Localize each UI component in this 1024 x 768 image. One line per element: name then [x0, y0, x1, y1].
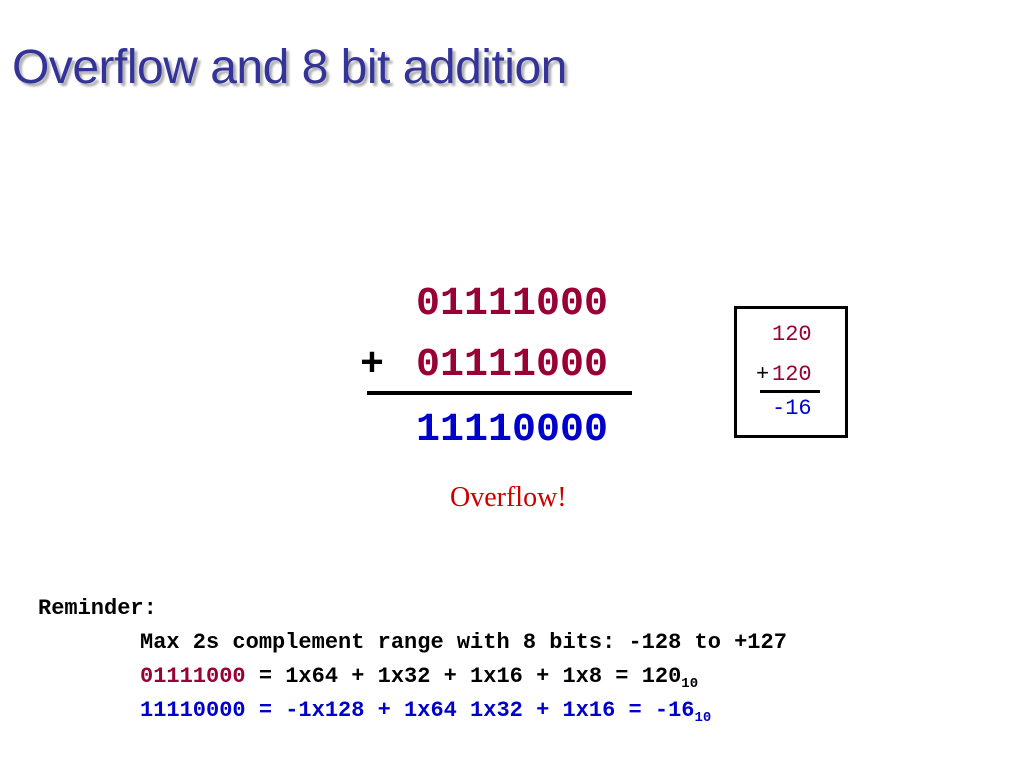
negative-expansion: 11110000 = -1x128 + 1x64 1x32 + 1x16 = -… — [140, 698, 695, 723]
decimal-check-box — [734, 306, 848, 438]
positive-expansion: = 1x64 + 1x32 + 1x16 + 1x8 = 120 — [245, 664, 682, 689]
binary-operand-1: 01111000 — [416, 282, 609, 327]
negative-base: 10 — [694, 710, 712, 726]
decimal-result: -16 — [772, 396, 812, 421]
positive-binary-value: 01111000 — [140, 664, 246, 689]
binary-result: 11110000 — [416, 408, 609, 453]
plus-sign: + — [360, 343, 385, 388]
reminder-range-line: Max 2s complement range with 8 bits: -12… — [140, 630, 787, 655]
decimal-sum-line — [760, 390, 820, 393]
sum-line — [367, 391, 632, 395]
decimal-operand-1: 120 — [772, 322, 812, 347]
binary-operand-2: 01111000 — [416, 343, 609, 388]
reminder-positive-line: 01111000 = 1x64 + 1x32 + 1x16 + 1x8 = 12… — [140, 664, 698, 692]
decimal-operand-2: 120 — [772, 362, 812, 387]
decimal-plus-sign: + — [756, 362, 770, 387]
overflow-label: Overflow! — [450, 482, 567, 513]
slide-title: Overflow and 8 bit addition — [12, 41, 567, 94]
positive-base: 10 — [681, 676, 699, 692]
reminder-negative-line: 11110000 = -1x128 + 1x64 1x32 + 1x16 = -… — [140, 698, 711, 726]
reminder-heading: Reminder: — [38, 596, 157, 621]
